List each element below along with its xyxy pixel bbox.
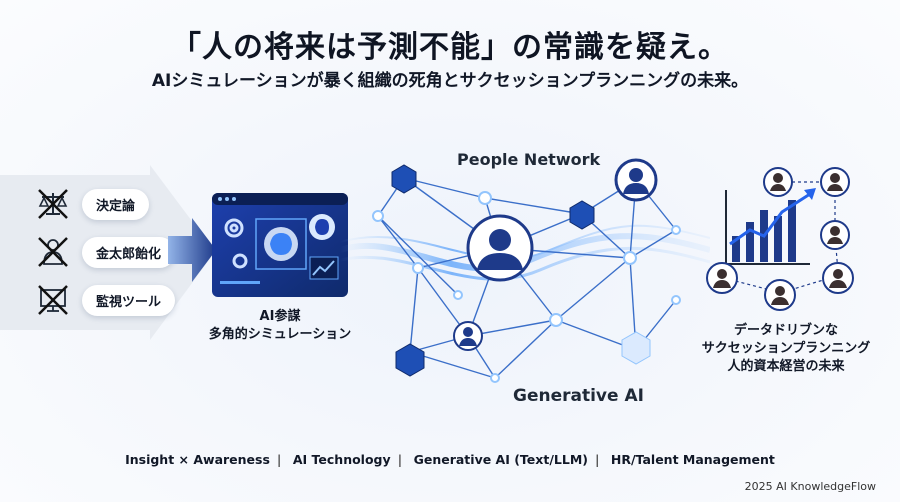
people-network-label: People Network (457, 150, 601, 169)
person-crossed-icon (34, 233, 72, 271)
footer-tags: Insight × Awareness| AI Technology| Gene… (125, 452, 775, 467)
future-caption: データドリブンな サクセッションプランニング 人的資本経営の未来 (686, 322, 886, 376)
page-subtitle: AIシミュレーションが暴く組織の死角とサクセッションプランニングの未来。 (151, 71, 749, 91)
simulator-caption-line2: 多角的シミュレーション (208, 327, 352, 342)
left-item-label: 金太郎飴化 (82, 236, 176, 268)
generative-ai-label: Generative AI (513, 386, 644, 406)
left-item-determinism: 決定論 (34, 185, 150, 223)
rejected-concepts-panel: 決定論 金太郎飴化 監視ツール (0, 165, 215, 340)
future-caption-line3: 人的資本経営の未来 (727, 359, 845, 374)
left-item-surveillance: 監視ツール (34, 281, 176, 319)
left-item-conformity: 金太郎飴化 (34, 233, 176, 271)
simulator-caption-line1: AI参謀 (259, 309, 301, 324)
footer-tag: Insight × Awareness (125, 452, 270, 467)
blue-arrow-icon (168, 218, 216, 282)
left-item-label: 決定論 (82, 188, 150, 220)
footer-tag: Generative AI (Text/LLM) (413, 452, 588, 467)
footer-tag: AI Technology (292, 452, 391, 467)
scale-crossed-icon (34, 185, 72, 223)
left-item-label: 監視ツール (82, 284, 176, 316)
future-caption-line2: サクセッションプランニング (701, 341, 871, 356)
future-caption-line1: データドリブンな (733, 323, 838, 338)
monitor-crossed-icon (34, 281, 72, 319)
people-network-diagram (340, 158, 710, 383)
copyright-text: 2025 AI KnowledgeFlow (744, 480, 876, 493)
talent-growth-graphic (706, 167, 854, 311)
ai-simulator-screen-icon (212, 193, 348, 297)
footer-tag: HR/Talent Management (610, 452, 775, 467)
page-title: 「人の将来は予測不能」の常識を疑え。 (171, 30, 729, 65)
simulator-caption: AI参謀 多角的シミュレーション (190, 308, 370, 344)
